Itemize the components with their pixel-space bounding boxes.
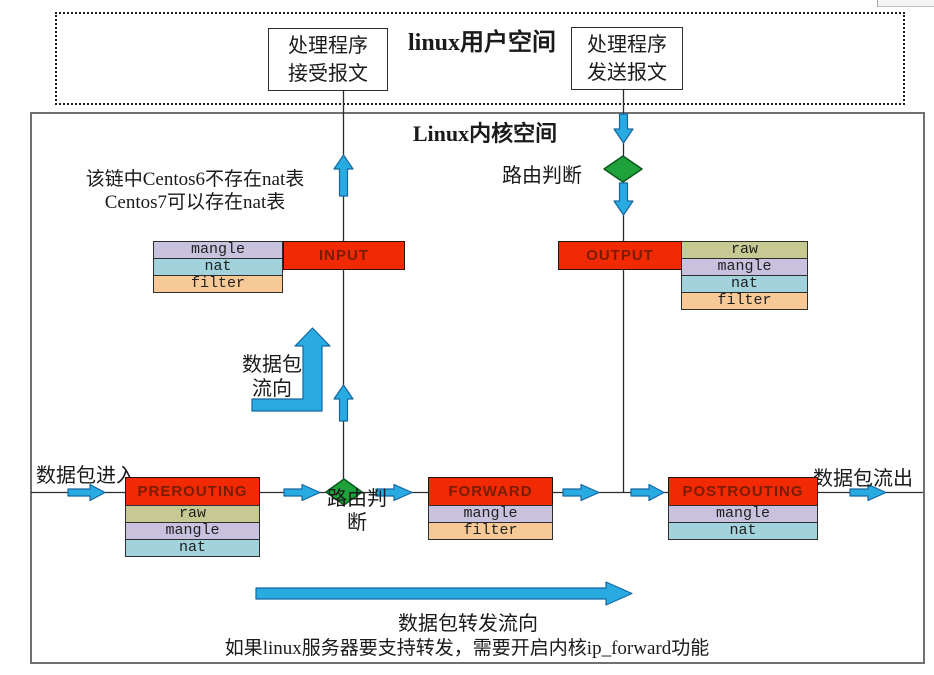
send-handler-box: 处理程序 发送报文 [571, 27, 683, 90]
input-up-arrow-lower [333, 384, 354, 422]
table-row-nat: nat [668, 522, 818, 540]
receive-handler-box: 处理程序 接受报文 [268, 28, 388, 91]
send-handler-line1: 处理程序 [587, 34, 667, 56]
nat-note-line1: 该链中Centos6不存在nat表 [85, 169, 305, 190]
postrouting-table-stack: mangle nat [668, 505, 818, 540]
receive-handler-line2: 接受报文 [288, 63, 368, 85]
forward-note: 如果linux服务器要支持转发，需要开启内核ip_forward功能 [224, 638, 710, 659]
routing-bottom-line2: 断 [347, 512, 367, 534]
table-row-filter: filter [428, 522, 553, 540]
table-row-nat: nat [153, 258, 283, 276]
table-row-raw: raw [125, 505, 260, 523]
packet-in-label: 数据包进入 [36, 465, 136, 487]
send-handler-line2: 发送报文 [587, 62, 667, 84]
packet-in-arrow [67, 483, 106, 502]
forward-table-stack: mangle filter [428, 505, 553, 540]
packet-flow-line2: 流向 [252, 378, 292, 400]
input-chain-box: INPUT [283, 241, 405, 270]
forward-out-arrow [562, 483, 600, 502]
prerouting-to-routing-arrow [283, 483, 321, 502]
table-row-filter: filter [681, 292, 808, 310]
table-row-mangle: mangle [668, 505, 818, 523]
table-row-mangle: mangle [428, 505, 553, 523]
input-up-arrow [333, 154, 354, 197]
forward-chain-box: FORWARD [428, 477, 553, 506]
routing-to-forward-arrow [375, 483, 413, 502]
to-postrouting-arrow [630, 483, 665, 502]
user-space-box [55, 12, 905, 105]
table-row-nat: nat [125, 539, 260, 557]
nat-note: 该链中Centos6不存在nat表 Centos7可以存在nat表 [50, 168, 340, 214]
nat-note-line2: Centos7可以存在nat表 [104, 192, 286, 213]
table-row-mangle: mangle [681, 258, 808, 276]
forward-flow-label: 数据包转发流向 [398, 613, 538, 635]
table-row-raw: raw [681, 241, 808, 259]
output-table-stack: raw mangle nat filter [681, 241, 808, 310]
table-row-nat: nat [681, 275, 808, 293]
routing-decision-diamond-top [603, 155, 643, 183]
packet-flow-bent-arrow [251, 327, 331, 412]
routing-decision-bottom-label: 路由判 断 [320, 487, 394, 535]
output-down-arrow-upper [613, 113, 634, 144]
output-chain-box: OUTPUT [558, 241, 682, 270]
routing-bottom-line1: 路由判 [327, 488, 387, 510]
routing-decision-diamond-bottom [325, 478, 363, 506]
packet-out-arrow [849, 483, 887, 502]
kernel-space-title: Linux内核空间 [412, 121, 558, 146]
cropped-window-fragment [877, 0, 934, 7]
user-space-title: linux用户空间 [407, 30, 557, 56]
postrouting-chain-box: POSTROUTING [668, 477, 818, 506]
packet-flow-line1: 数据包 [242, 354, 302, 376]
input-table-stack: mangle nat filter [153, 241, 283, 293]
receive-handler-line1: 处理程序 [288, 35, 368, 57]
table-row-filter: filter [153, 275, 283, 293]
packet-out-label: 数据包流出 [813, 468, 913, 490]
table-row-mangle: mangle [125, 522, 260, 540]
forward-flow-arrow [255, 581, 633, 606]
table-row-mangle: mangle [153, 241, 283, 259]
prerouting-chain-box: PREROUTING [125, 477, 260, 506]
packet-flow-label: 数据包 流向 [236, 353, 308, 401]
kernel-space-box [30, 112, 925, 664]
routing-decision-top-label: 路由判断 [502, 165, 582, 187]
output-down-arrow-lower [613, 182, 634, 216]
prerouting-table-stack: raw mangle nat [125, 505, 260, 557]
